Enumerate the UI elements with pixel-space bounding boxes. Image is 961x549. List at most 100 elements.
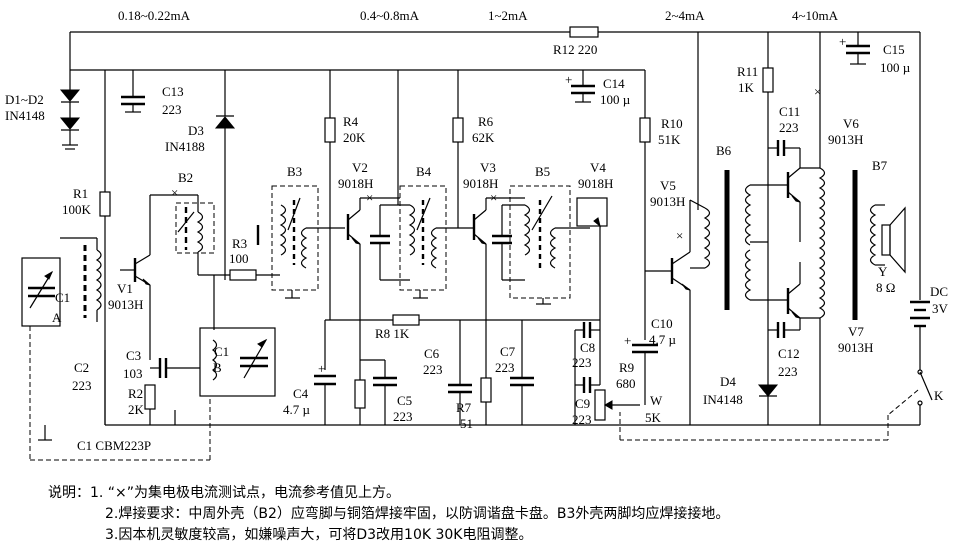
oscillator-coil-b2: B2: [175, 170, 230, 330]
c1b-section: B: [213, 360, 222, 375]
resistor-r1: R1 100K: [62, 70, 111, 425]
c9-label: C9: [575, 396, 590, 411]
c8-value: 223: [572, 355, 592, 370]
c12-label: C12: [778, 346, 800, 361]
c1-cbm-label: C1 CBM223P: [77, 438, 151, 453]
transistor-v2: V2 9018H ×: [338, 160, 400, 380]
b6-label: B6: [716, 143, 732, 158]
r3-value: 100: [229, 251, 249, 266]
c15-value: 100 µ: [880, 60, 911, 75]
c7-value: 223: [495, 360, 515, 375]
capacitor-c4: + C4 4.7 µ: [283, 320, 336, 425]
transistor-v6: V6 9013H: [786, 116, 863, 242]
capacitor-c3: C3 103: [123, 348, 200, 381]
collector-test-point: ×: [814, 84, 821, 99]
dc-label: DC: [930, 284, 948, 299]
collector-test-point: ×: [366, 190, 373, 205]
r9-label: R9: [619, 360, 634, 375]
c11-label: C11: [779, 104, 800, 119]
c14-value: 100 µ: [600, 92, 631, 107]
v7-part: 9013H: [838, 340, 873, 355]
v2-label: V2: [352, 160, 368, 175]
c2-label: C2: [74, 360, 89, 375]
c9-value: 223: [572, 412, 592, 427]
w-label: W: [650, 393, 663, 408]
collector-test-point: ×: [490, 190, 497, 205]
transistor-v7: V7 9013H: [786, 262, 873, 425]
capacitor-c2: C2 223: [72, 350, 106, 425]
transistor-v3: V3 9018H ×: [463, 160, 525, 425]
current-label-v2: 0.4~0.8mA: [360, 8, 420, 23]
c12-value: 223: [778, 364, 798, 379]
svg-text:+: +: [565, 72, 572, 87]
if-transformer-b5: B5: [492, 164, 571, 305]
v5-part: 9013H: [650, 194, 685, 209]
collector-test-point: ×: [676, 228, 683, 243]
note-line-2: 2.焊接要求：中周外壳（B2）应弯脚与铜箔焊接牢固，以防调谐盘卡盘。B3外壳两脚…: [105, 506, 730, 522]
if-transformer-b4: B4: [370, 70, 474, 299]
c2-value: 223: [72, 378, 92, 393]
current-label-v1: 0.18~0.22mA: [118, 8, 191, 23]
speaker-y: Y 8 Ω: [876, 206, 906, 295]
r12-label: R12 220: [553, 42, 597, 57]
diode-d4: D4 IN4148: [703, 374, 779, 425]
resistor-r7: R7 51: [456, 377, 492, 431]
r1-value: 100K: [62, 202, 92, 217]
r11-label: R11: [737, 64, 758, 79]
if-transformer-b3: B3: [256, 164, 345, 299]
transistor-v1: V1 9013H: [108, 195, 151, 360]
c14-label: C14: [603, 76, 625, 91]
r2-label: R2: [128, 386, 143, 401]
k-label: K: [934, 388, 944, 403]
b7-label: B7: [872, 158, 888, 173]
r1-label: R1: [73, 186, 88, 201]
resistor-r8: R8 1K: [375, 314, 420, 341]
note-line-1: 说明：1. “×”为集电极电流测试点，电流参考值见上方。: [48, 485, 401, 501]
r3-label: R3: [232, 236, 247, 251]
capacitor-c12: C12 223: [768, 318, 801, 379]
capacitor-c5: C5 223: [354, 359, 413, 425]
detector-filter: C8 223 R9 680 C9 223 W 5K: [572, 320, 663, 427]
b5-label: B5: [535, 164, 550, 179]
resistor-r10: R10 51K: [639, 70, 683, 340]
c4-value: 4.7 µ: [283, 402, 311, 417]
collector-test-point: ×: [171, 185, 178, 200]
d4-label: D4: [720, 374, 736, 389]
d3-part: IN4188: [165, 139, 205, 154]
resistor-r3: R3 100: [229, 236, 280, 281]
r11-value: 1K: [738, 80, 755, 95]
resistor-r11: R11 1K: [737, 32, 774, 385]
r4-label: R4: [343, 114, 359, 129]
c6-value: 223: [423, 362, 443, 377]
svg-text:+: +: [318, 361, 325, 376]
v4-part: 9018H: [578, 176, 613, 191]
r8-label: R8 1K: [375, 326, 410, 341]
v2-part: 9018H: [338, 176, 373, 191]
antenna-coil: [60, 237, 102, 322]
resistor-r6: R6 62K: [452, 70, 495, 228]
power-switch-k: K: [619, 369, 944, 441]
y-value: 8 Ω: [876, 280, 895, 295]
r6-value: 62K: [472, 130, 495, 145]
gang-link: C1 CBM223P: [29, 326, 211, 461]
capacitor-c6: C6 223: [423, 320, 472, 425]
c8-label: C8: [580, 340, 595, 355]
c10-value: 4.7 µ: [649, 332, 677, 347]
capacitor-c1a: C1 A: [21, 257, 70, 327]
capacitor-c14: + C14 100 µ: [565, 70, 631, 107]
c3-label: C3: [126, 348, 141, 363]
r2-value: 2K: [128, 402, 145, 417]
r9-value: 680: [616, 376, 636, 391]
capacitor-c7: C7 223: [495, 320, 534, 425]
v1-label: V1: [117, 281, 133, 296]
y-label: Y: [878, 264, 888, 279]
driver-transformer-b6: B6: [689, 143, 788, 310]
transistor-v5: V5 9013H ×: [645, 32, 699, 425]
resistor-r12: R12 220: [553, 26, 599, 57]
c13-label: C13: [162, 84, 184, 99]
c11-value: 223: [779, 120, 799, 135]
w-value: 5K: [645, 410, 662, 425]
c7-label: C7: [500, 344, 516, 359]
battery-dc: DC 3V: [910, 284, 949, 340]
